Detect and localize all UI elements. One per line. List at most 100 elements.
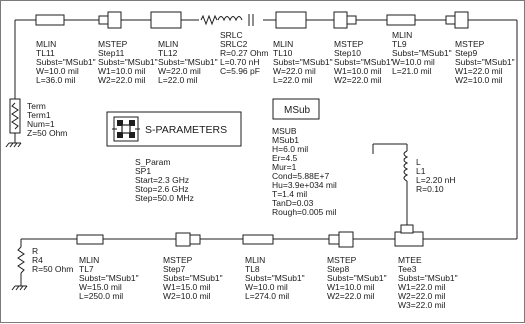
svg-text:MSUB: MSUB [272, 126, 297, 136]
svg-text:L=0.70 nH: L=0.70 nH [220, 57, 259, 67]
step9-label: MSTEP Step9 Subst="MSub1" W1=22.0 mil W2… [455, 39, 515, 85]
svg-text:W2=22.0 mil: W2=22.0 mil [334, 75, 382, 85]
svg-text:MLIN: MLIN [245, 255, 265, 265]
svg-text:TL9: TL9 [392, 39, 407, 49]
msub-block[interactable]: MSub [272, 98, 320, 120]
svg-text:Term: Term [27, 101, 46, 111]
tl8-symbol[interactable] [242, 234, 274, 245]
svg-text:MSTEP: MSTEP [327, 255, 357, 265]
step7-symbol[interactable] [175, 232, 201, 247]
svg-text:TL11: TL11 [36, 48, 55, 58]
step10-label: MSTEP Step10 Subst="MSub1" W1=10.0 mil W… [334, 39, 394, 85]
svg-text:Subst="MSub1": Subst="MSub1" [334, 57, 394, 67]
svg-text:W2=10.0 mil: W2=10.0 mil [455, 75, 503, 85]
tl11-symbol[interactable] [35, 14, 65, 26]
srlc2-symbol[interactable] [199, 14, 263, 26]
svg-text:Step7: Step7 [163, 264, 185, 274]
step11-symbol[interactable] [98, 11, 122, 29]
svg-text:TL12: TL12 [158, 48, 178, 58]
svg-text:SRLC: SRLC [220, 30, 243, 40]
svg-text:Term1: Term1 [27, 110, 51, 120]
svg-text:TL8: TL8 [245, 264, 260, 274]
tl10-label: MLIN TL10 Subst="MSub1" W=22.0 mil L=22.… [273, 39, 333, 85]
tl9-label: MLIN TL9 Subst="MSub1" W=10.0 mil L=21.0… [392, 30, 452, 76]
step8-symbol[interactable] [328, 231, 354, 248]
svg-text:Step11: Step11 [98, 48, 125, 58]
svg-text:W1=22.0 mil: W1=22.0 mil [398, 282, 446, 292]
svg-text:R=50 Ohm: R=50 Ohm [32, 264, 73, 274]
svg-text:TanD=0.03: TanD=0.03 [272, 198, 314, 208]
tl11-label: MLIN TL11 Subst="MSub1" W=10.0 mil L=36.… [36, 39, 96, 85]
msub1-label: MSUB MSub1 H=6.0 mil Er=4.5 Mur=1 Cond=5… [272, 126, 337, 217]
svg-text:W=10.0 mil: W=10.0 mil [392, 57, 435, 67]
svg-text:L=22.0 mil: L=22.0 mil [158, 75, 198, 85]
svg-text:Step10: Step10 [334, 48, 361, 58]
svg-text:Hu=3.9e+034 mil: Hu=3.9e+034 mil [272, 180, 337, 190]
svg-text:Subst="MSub1": Subst="MSub1" [392, 48, 452, 58]
term1-label: Term Term1 Num=1 Z=50 Ohm [27, 101, 67, 138]
svg-text:W1=10.0 mil: W1=10.0 mil [327, 282, 375, 292]
sparameters-block[interactable]: S-PARAMETERS [106, 111, 242, 147]
tl7-label: MLIN TL7 Subst="MSub1" W=15.0 mil L=250.… [79, 255, 139, 301]
svg-text:Step=50.0 MHz: Step=50.0 MHz [135, 193, 194, 203]
svg-text:W1=22.0 mil: W1=22.0 mil [455, 66, 503, 76]
svg-text:Step8: Step8 [327, 264, 349, 274]
svg-text:MSTEP: MSTEP [334, 39, 364, 49]
svg-text:Subst="MSub1": Subst="MSub1" [273, 57, 333, 67]
svg-text:W=22.0 mil: W=22.0 mil [273, 66, 316, 76]
r4-label: R R4 R=50 Ohm [32, 246, 73, 274]
svg-text:Mur=1: Mur=1 [272, 162, 297, 172]
svg-text:W2=22.0 mil: W2=22.0 mil [98, 75, 146, 85]
step10-symbol[interactable] [333, 11, 357, 29]
svg-text:L=22.0 mil: L=22.0 mil [273, 75, 313, 85]
svg-text:W3=22.0 mil: W3=22.0 mil [398, 300, 446, 310]
svg-text:SRLC2: SRLC2 [220, 39, 248, 49]
svg-text:L=21.0 mil: L=21.0 mil [392, 66, 432, 76]
svg-text:L: L [416, 157, 421, 167]
svg-text:Subst="MSub1": Subst="MSub1" [327, 273, 387, 283]
svg-text:TL10: TL10 [273, 48, 293, 58]
svg-text:Subst="MSub1": Subst="MSub1" [398, 273, 458, 283]
tl7-symbol[interactable] [76, 234, 104, 245]
svg-text:Num=1: Num=1 [27, 119, 55, 129]
svg-text:MLIN: MLIN [36, 39, 56, 49]
step11-label: MSTEP Step11 Subst="MSub1" W1=10.0 mil W… [98, 39, 158, 85]
svg-text:Subst="MSub1": Subst="MSub1" [245, 273, 305, 283]
svg-text:MSTEP: MSTEP [98, 39, 128, 49]
tl9-symbol[interactable] [386, 14, 416, 26]
svg-text:MLIN: MLIN [392, 30, 412, 40]
svg-text:MTEE: MTEE [398, 255, 422, 265]
svg-text:MLIN: MLIN [158, 39, 178, 49]
sparameters-icon [112, 116, 140, 142]
svg-text:MLIN: MLIN [273, 39, 293, 49]
svg-text:Subst="MSub1": Subst="MSub1" [163, 273, 223, 283]
l1-label: L L1 L=2.20 nH R=0.10 [416, 157, 455, 194]
svg-text:W2=22.0 mil: W2=22.0 mil [327, 291, 375, 301]
tl10-symbol[interactable] [275, 11, 307, 29]
svg-text:W1=10.0 mil: W1=10.0 mil [334, 66, 382, 76]
term1-symbol[interactable] [5, 98, 22, 148]
tee3-label: MTEE Tee3 Subst="MSub1" W1=22.0 mil W2=2… [398, 255, 458, 310]
svg-text:R=0.27 Ohm: R=0.27 Ohm [220, 48, 268, 58]
r4-symbol[interactable] [11, 246, 28, 291]
svg-text:L=250.0 mil: L=250.0 mil [79, 291, 123, 301]
svg-text:L=2.20 nH: L=2.20 nH [416, 175, 455, 185]
tee3-symbol[interactable] [394, 224, 424, 247]
svg-text:W=10.0 mil: W=10.0 mil [36, 66, 79, 76]
svg-text:Step9: Step9 [455, 48, 477, 58]
svg-text:R=0.10: R=0.10 [416, 184, 444, 194]
svg-text:C=5.96 pF: C=5.96 pF [220, 66, 260, 76]
svg-text:S_Param: S_Param [135, 157, 170, 167]
srlc2-label: SRLC SRLC2 R=0.27 Ohm L=0.70 nH C=5.96 p… [220, 30, 268, 76]
svg-text:Subst="MSub1": Subst="MSub1" [79, 273, 139, 283]
svg-text:W=15.0 mil: W=15.0 mil [79, 282, 122, 292]
tl12-symbol[interactable] [150, 11, 182, 29]
svg-text:L=36.0 mil: L=36.0 mil [36, 75, 76, 85]
svg-text:Subst="MSub1": Subst="MSub1" [158, 57, 218, 67]
step9-symbol[interactable] [445, 11, 469, 29]
svg-text:SP1: SP1 [135, 166, 151, 176]
svg-text:MLIN: MLIN [79, 255, 99, 265]
svg-text:Stop=2.6 GHz: Stop=2.6 GHz [135, 184, 189, 194]
l1-symbol[interactable] [372, 143, 409, 229]
svg-text:Rough=0.005 mil: Rough=0.005 mil [272, 207, 337, 217]
